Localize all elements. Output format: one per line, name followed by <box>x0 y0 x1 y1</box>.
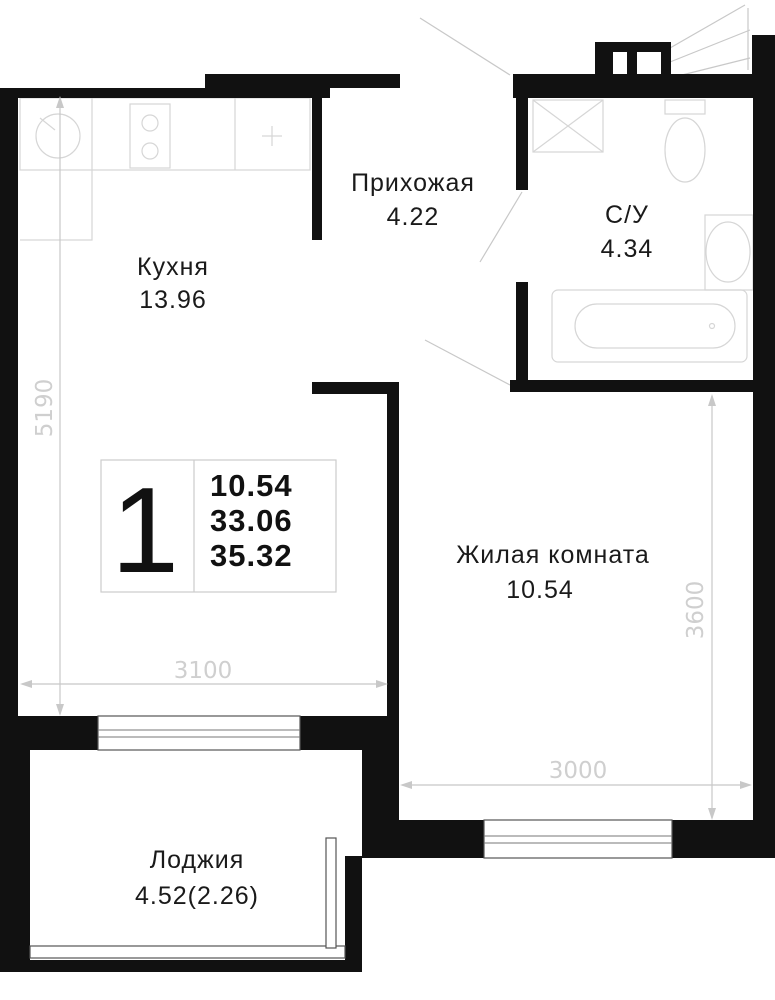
wall-hallway-stub <box>312 382 387 394</box>
wall-right-living <box>753 392 775 856</box>
wall-left <box>0 88 18 716</box>
hallway-area: 4.22 <box>387 203 440 231</box>
living-width-label: 3000 <box>549 758 608 784</box>
wall-living-bottom-left <box>399 820 484 858</box>
room-door-swing <box>424 339 511 386</box>
bathtub-drain-icon <box>708 322 716 330</box>
walls <box>0 35 775 972</box>
entrance-door-swing <box>419 17 511 76</box>
kitchen-counter-corner <box>20 170 93 241</box>
stove-burner-icon <box>141 114 159 132</box>
bathroom-name: С/У <box>605 201 649 229</box>
wall-bathroom-left-lower <box>516 282 528 382</box>
arrow-icon <box>708 808 716 820</box>
wall-loggia-right <box>362 750 399 858</box>
arrow-icon <box>56 96 64 108</box>
shower-tray <box>532 99 604 153</box>
wall-top-bathroom <box>513 74 775 86</box>
washbasin-icon <box>705 221 751 283</box>
wall-loggia-left <box>0 750 30 972</box>
living-area-value: 10.54 <box>210 468 293 503</box>
kitchen-name: Кухня <box>137 253 209 281</box>
arrow-icon <box>20 680 32 688</box>
loggia-name: Лоджия <box>150 846 245 874</box>
wall-right-top <box>752 35 775 95</box>
stove-icon <box>129 103 171 169</box>
arrow-icon <box>376 680 388 688</box>
full-area-value: 35.32 <box>210 538 293 573</box>
toilet-icon <box>664 117 706 183</box>
sink-faucet <box>39 117 56 131</box>
sink-icon <box>35 113 81 159</box>
living-area: 10.54 <box>506 576 574 604</box>
wall-loggia-right-lower <box>345 856 362 972</box>
kitchen-fixtures <box>19 97 311 241</box>
dimension-lines <box>20 96 752 820</box>
arrow-icon <box>56 704 64 716</box>
living-height-label: 3600 <box>683 581 709 640</box>
summary-frame <box>100 459 337 593</box>
wall-right-bathroom <box>753 86 775 398</box>
bathroom-door-swing <box>479 191 523 263</box>
wall-top-kitchen-thick <box>205 74 400 88</box>
hallway-name: Прихожая <box>351 169 475 197</box>
bathtub-icon <box>551 289 748 363</box>
kitchen-counter <box>19 97 311 171</box>
shower-tray-diagonal <box>532 99 604 153</box>
loggia-side-glazing <box>325 837 337 949</box>
loggia-area: 4.52(2.26) <box>135 882 259 910</box>
washbasin-box <box>704 214 754 291</box>
bathtub-inner <box>574 303 736 349</box>
shaft-divider <box>627 52 637 80</box>
kitchen-width-label: 3100 <box>174 658 233 684</box>
stove-burner-icon <box>141 142 159 160</box>
arrow-icon <box>400 781 412 789</box>
loggia-glazing <box>29 945 346 959</box>
shaft-left <box>595 42 613 84</box>
living-name: Жилая комната <box>456 541 650 569</box>
wall-loggia-bottom <box>0 960 362 972</box>
summary-box: 1 10.54 33.06 35.32 <box>100 459 337 598</box>
shaft-right <box>661 42 671 84</box>
ventilation-door-line <box>669 29 751 63</box>
wall-bathroom-inner <box>513 86 775 98</box>
windows <box>29 715 673 959</box>
wall-bathroom-left-upper <box>516 86 528 190</box>
bathroom-fixtures <box>532 99 754 363</box>
wall-top-kitchen <box>0 88 330 98</box>
kitchen-height-label: 5190 <box>32 379 58 438</box>
shaft-top <box>595 42 671 52</box>
kitchen-window <box>97 715 301 751</box>
wall-living-top <box>510 380 775 392</box>
arrow-icon <box>708 394 716 406</box>
living-window <box>483 819 673 859</box>
kitchen-area: 13.96 <box>139 286 207 314</box>
arrow-icon <box>740 781 752 789</box>
toilet-tank <box>664 99 706 115</box>
wall-living-bottom-right <box>672 820 775 858</box>
wall-kitchen-hallway <box>312 88 322 240</box>
ventilation-door-line <box>669 4 746 49</box>
wall-kitchen-bottom-left <box>0 716 98 750</box>
wall-kitchen-bottom-right <box>300 716 399 750</box>
bathroom-area: 4.34 <box>601 235 654 263</box>
rooms-count: 1 <box>111 462 179 598</box>
total-area-value: 33.06 <box>210 503 293 538</box>
